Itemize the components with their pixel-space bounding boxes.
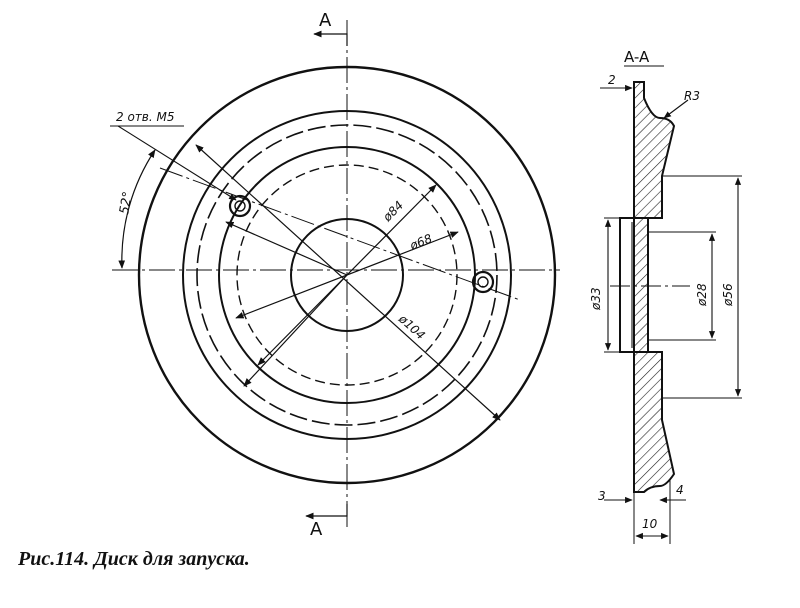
section-title: A-A xyxy=(624,48,650,66)
holes-note-leader xyxy=(117,125,237,201)
boss-outline xyxy=(619,217,649,353)
angle-label: 52° xyxy=(117,190,136,215)
cut-marker-top xyxy=(313,30,348,46)
dim-3-label: 3 xyxy=(598,489,606,503)
front-view xyxy=(110,20,560,530)
dia-28-label: ø28 xyxy=(695,283,709,307)
holes-note: 2 отв. M5 xyxy=(116,110,174,124)
dia-68-label: ø68 xyxy=(407,231,434,253)
section-marker-bottom: A xyxy=(310,519,323,540)
dim-line-extra xyxy=(243,274,348,387)
dim-line-extra-2 xyxy=(225,221,348,276)
dia-104-label: ø104 xyxy=(395,311,428,342)
dia-33-label: ø33 xyxy=(589,287,603,311)
threaded-hole-right xyxy=(471,270,495,294)
section-marker-top: A xyxy=(319,10,332,31)
cut-marker-bottom xyxy=(305,504,348,520)
dim-10-label: 10 xyxy=(642,517,658,531)
dim-2-label: 2 xyxy=(608,73,616,87)
angle-arc-52 xyxy=(118,149,156,269)
section-profile xyxy=(633,81,676,493)
dia-84-label: ø84 xyxy=(380,198,407,225)
figure-caption: Рис.114. Диск для запуска. xyxy=(18,548,250,570)
section-view xyxy=(600,65,742,544)
radius-r3-label: R3 xyxy=(684,89,700,103)
holes-axis-line xyxy=(159,167,521,301)
dim-line-104 xyxy=(195,144,501,421)
dim-4-label: 4 xyxy=(676,483,684,497)
dia-56-label: ø56 xyxy=(721,283,735,307)
radius-leader xyxy=(663,99,689,119)
